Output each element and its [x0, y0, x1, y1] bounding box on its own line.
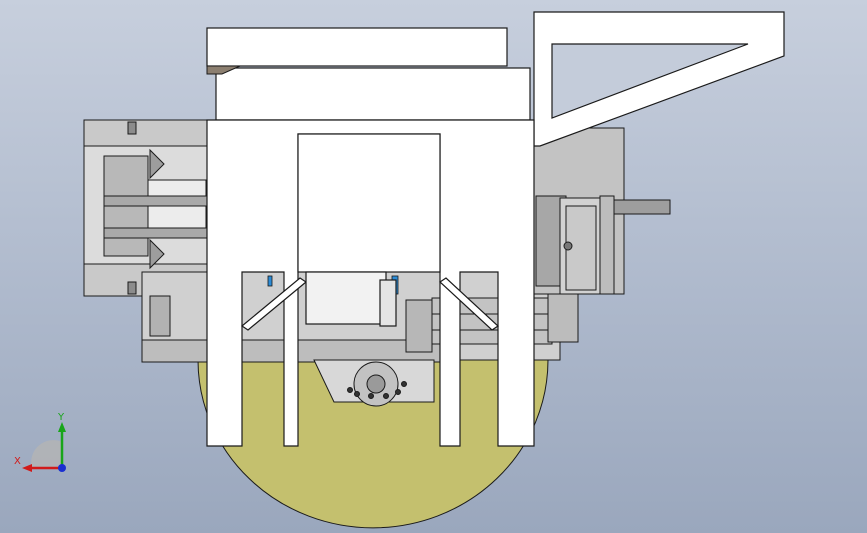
left-slide-assembly — [83, 119, 213, 297]
y-arrowhead-icon — [58, 422, 66, 432]
y-axis-label: Y — [58, 412, 65, 423]
rotary-index-flange — [313, 359, 435, 407]
triad-graphic — [22, 422, 66, 472]
white-frame — [206, 11, 785, 447]
coordinate-triad: Y X — [14, 412, 74, 476]
triad-plane-icon — [31, 440, 62, 468]
servo-motor-assembly — [529, 127, 671, 295]
frame-lip — [206, 65, 241, 75]
x-arrowhead-icon — [22, 464, 32, 472]
x-axis-label: X — [14, 456, 21, 467]
z-axis-dot-icon — [58, 464, 66, 472]
